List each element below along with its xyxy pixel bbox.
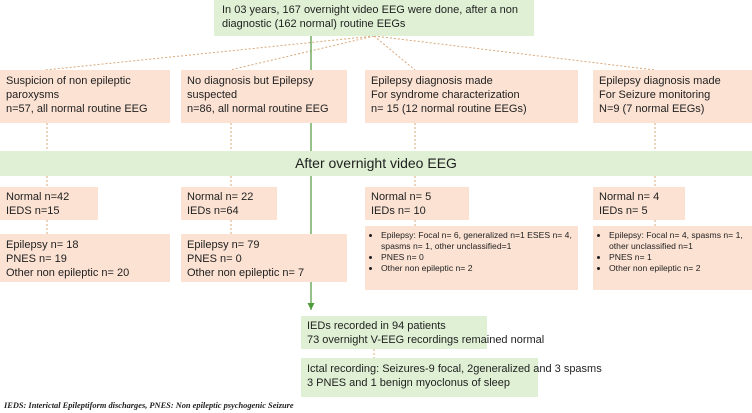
outcome-box-1: Epilepsy n= 18 PNES n= 19 Other non epil… [0, 234, 170, 282]
category-3-line-3: n= 15 (12 normal routine EEGs) [371, 103, 527, 115]
category-box-4: Epilepsy diagnosis made For Seizure moni… [593, 70, 752, 123]
category-1-line-1: Suspicion of non epileptic [6, 75, 131, 87]
outcome-4-other: Other non epileptic n= 2 [609, 263, 748, 274]
category-1-line-3: n=57, all normal routine EEG [6, 103, 148, 115]
result-4-ieds: IEDs n= 5 [599, 205, 648, 217]
outcome-2-pnes: PNES n= 0 [187, 253, 242, 265]
ieds-summary-line-1: IEDs recorded in 94 patients [307, 320, 446, 332]
category-1-line-2: paroxysms [6, 89, 60, 101]
category-4-line-3: N=9 (7 normal EEGs) [599, 103, 705, 115]
category-3-line-1: Epilepsy diagnosis made [371, 75, 493, 87]
top-summary-box: In 03 years, 167 overnight video EEG wer… [214, 0, 534, 36]
outcome-3-bullet-list: Epilepsy: Focal n= 6, generalized n=1 ES… [369, 230, 574, 274]
category-4-line-1: Epilepsy diagnosis made [599, 75, 721, 87]
outcome-2-epilepsy: Epilepsy n= 79 [187, 239, 260, 251]
result-1-ieds: IEDS n=15 [6, 205, 60, 217]
outcome-3-epilepsy: Epilepsy: Focal n= 6, generalized n=1 ES… [381, 230, 574, 252]
outcome-box-3: Epilepsy: Focal n= 6, generalized n=1 ES… [365, 226, 578, 290]
connector-top-to-cat1 [44, 35, 375, 71]
top-summary-line-1: In 03 years, 167 overnight video EEG wer… [222, 4, 518, 16]
ictal-line-2: 3 PNES and 1 benign myoclonus of sleep [307, 377, 511, 389]
category-4-line-2: For Seizure monitoring [599, 89, 711, 101]
outcome-3-pnes: PNES n= 0 [381, 252, 574, 263]
connector-top-to-cat3 [373, 35, 416, 71]
outcome-1-epilepsy: Epilepsy n= 18 [6, 239, 79, 251]
category-box-3: Epilepsy diagnosis made For syndrome cha… [365, 70, 578, 123]
result-1-normal: Normal n=42 [6, 191, 70, 203]
result-box-4: Normal n= 4 IEDs n= 5 [593, 187, 685, 220]
result-2-ieds: IEDs n=64 [187, 205, 239, 217]
category-box-2: No diagnosis but Epilepsy suspected n=86… [181, 70, 347, 123]
result-3-ieds: IEDs n= 10 [371, 205, 426, 217]
category-2-line-3: n=86, all normal routine EEG [187, 103, 329, 115]
footnote: IEDS: Interictal Epileptiform discharges… [4, 401, 294, 410]
after-video-eeg-banner: After overnight video EEG [0, 151, 752, 176]
category-box-1: Suspicion of non epileptic paroxysms n=5… [0, 70, 170, 123]
result-box-1: Normal n=42 IEDS n=15 [0, 187, 98, 220]
top-summary-line-2: diagnostic (162 normal) routine EEGs [222, 18, 406, 30]
outcome-4-bullet-list: Epilepsy: Focal n= 4, spasms n= 1, other… [597, 230, 748, 274]
category-2-line-1: No diagnosis but Epilepsy [187, 75, 314, 87]
result-2-normal: Normal n= 22 [187, 191, 254, 203]
result-3-normal: Normal n= 5 [371, 191, 432, 203]
category-2-line-2: suspected [187, 89, 238, 101]
category-3-line-2: For syndrome characterization [371, 89, 520, 101]
result-box-3: Normal n= 5 IEDs n= 10 [365, 187, 469, 220]
outcome-3-other: Other non epileptic n= 2 [381, 263, 574, 274]
outcome-4-pnes: PNES n= 1 [609, 252, 748, 263]
outcome-4-epilepsy: Epilepsy: Focal n= 4, spasms n= 1, other… [609, 230, 748, 252]
ieds-summary-line-2: 73 overnight V-EEG recordings remained n… [307, 334, 545, 346]
connector-top-to-cat2 [229, 35, 375, 71]
ictal-recording-box: Ictal recording: Seizures-9 focal, 2gene… [301, 358, 602, 397]
ieds-summary-box: IEDs recorded in 94 patients 73 overnigh… [301, 316, 545, 349]
after-video-eeg-label: After overnight video EEG [295, 155, 457, 171]
result-4-normal: Normal n= 4 [599, 191, 660, 203]
ictal-line-1: Ictal recording: Seizures-9 focal, 2gene… [307, 363, 602, 375]
connector-top-to-cat4 [373, 35, 656, 71]
outcome-2-other: Other non epileptic n= 7 [187, 267, 305, 279]
outcome-box-2: Epilepsy n= 79 PNES n= 0 Other non epile… [181, 234, 347, 282]
outcome-box-4: Epilepsy: Focal n= 4, spasms n= 1, other… [593, 226, 752, 290]
outcome-1-pnes: PNES n= 19 [6, 253, 67, 265]
result-box-2: Normal n= 22 IEDs n=64 [181, 187, 277, 220]
outcome-1-other: Other non epileptic n= 20 [6, 267, 130, 279]
